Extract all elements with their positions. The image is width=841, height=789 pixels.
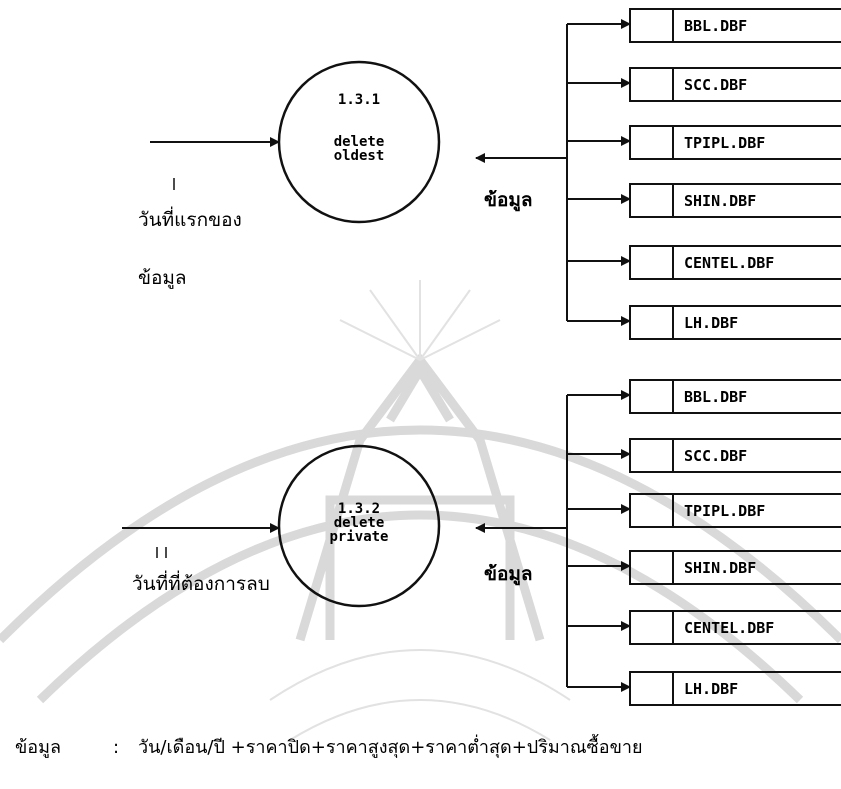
process-name-line: delete [334, 134, 385, 150]
process-name-line: private [329, 529, 388, 545]
file-name: SCC.DBF [684, 447, 747, 465]
process-name-line: oldest [334, 148, 385, 164]
flow-label: ข้อมูล [484, 189, 533, 212]
file-box [629, 671, 841, 706]
process-name-line: delete [334, 515, 385, 531]
input-label: วันที่แรกของ [138, 206, 242, 231]
file-box [629, 550, 841, 585]
input-label: ข้อมูล [138, 267, 187, 289]
file-name: BBL.DBF [684, 17, 747, 35]
file-name: SCC.DBF [684, 76, 747, 94]
process-id: 1.3.2 [338, 501, 380, 517]
file-box [629, 438, 841, 473]
file-box [629, 379, 841, 414]
input-label: วันที่ที่ต้องการลบ [132, 570, 270, 595]
file-name: TPIPL.DBF [684, 134, 765, 152]
file-name: SHIN.DBF [684, 192, 756, 210]
footnote-definition: วัน/เดือน/ปี +ราคาปิด+ราคาสูงสุด+ราคาต่ำ… [138, 734, 643, 758]
flow-label: ข้อมูล [484, 563, 533, 586]
file-name: CENTEL.DBF [684, 254, 774, 272]
file-name: LH.DBF [684, 314, 738, 332]
file-group-1: BBL.DBF SCC.DBF TPIPL.DBF SHIN.DBF CENTE… [567, 8, 841, 340]
file-box [629, 8, 841, 43]
file-box [629, 493, 841, 528]
file-box [629, 125, 841, 160]
file-name: TPIPL.DBF [684, 502, 765, 520]
file-box [629, 245, 841, 280]
file-box [629, 610, 841, 645]
file-box [629, 67, 841, 102]
file-name: BBL.DBF [684, 388, 747, 406]
file-box [629, 305, 841, 340]
file-name: SHIN.DBF [684, 559, 756, 577]
file-name: LH.DBF [684, 680, 738, 698]
file-box [629, 183, 841, 218]
file-group-2: BBL.DBF SCC.DBF TPIPL.DBF SHIN.DBF CENTE… [567, 379, 841, 706]
footnote-separator: : [113, 737, 119, 758]
file-name: CENTEL.DBF [684, 619, 774, 637]
footnote-term: ข้อมูล [15, 737, 61, 758]
footnote: ข้อมูล : วัน/เดือน/ปี +ราคาปิด+ราคาสูงสุ… [15, 734, 643, 758]
process-id: 1.3.1 [338, 92, 380, 108]
